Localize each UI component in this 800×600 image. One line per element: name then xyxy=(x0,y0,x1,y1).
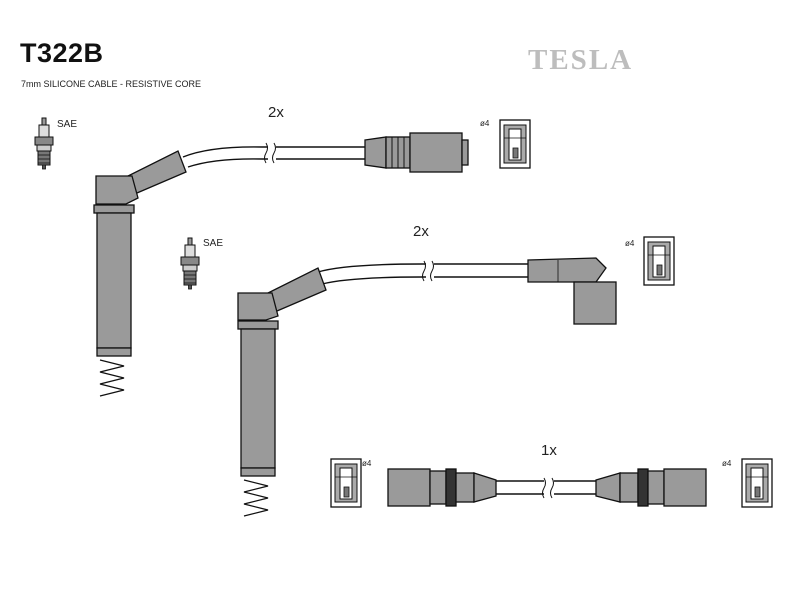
lower-left-terminal-icon xyxy=(330,458,362,508)
upper-terminal-diameter: ø4 xyxy=(480,119,490,128)
part-code: T322B xyxy=(20,38,104,68)
lower-coil-lead xyxy=(387,468,707,507)
lower-right-terminal-icon xyxy=(741,458,773,508)
brand-logo: TESLA xyxy=(528,44,634,76)
middle-sae-label: SAE xyxy=(203,238,223,249)
upper-sae-label: SAE xyxy=(57,119,77,130)
lower-left-terminal-diameter: ø4 xyxy=(362,459,372,468)
middle-spark-plug-icon xyxy=(180,237,200,290)
upper-terminal-icon xyxy=(499,119,531,169)
middle-quantity-label: 2x xyxy=(413,223,429,240)
middle-spark-plug-lead xyxy=(237,257,617,517)
middle-terminal-icon xyxy=(643,236,675,286)
cable-description: 7mm SILICONE CABLE - RESISTIVE CORE xyxy=(21,79,202,89)
middle-terminal-diameter: ø4 xyxy=(625,239,635,248)
upper-quantity-label: 2x xyxy=(268,104,284,121)
lower-quantity-label: 1x xyxy=(541,442,557,459)
upper-spark-plug-icon xyxy=(34,117,54,170)
upper-spark-plug-lead xyxy=(93,132,469,397)
lower-right-terminal-diameter: ø4 xyxy=(722,459,732,468)
